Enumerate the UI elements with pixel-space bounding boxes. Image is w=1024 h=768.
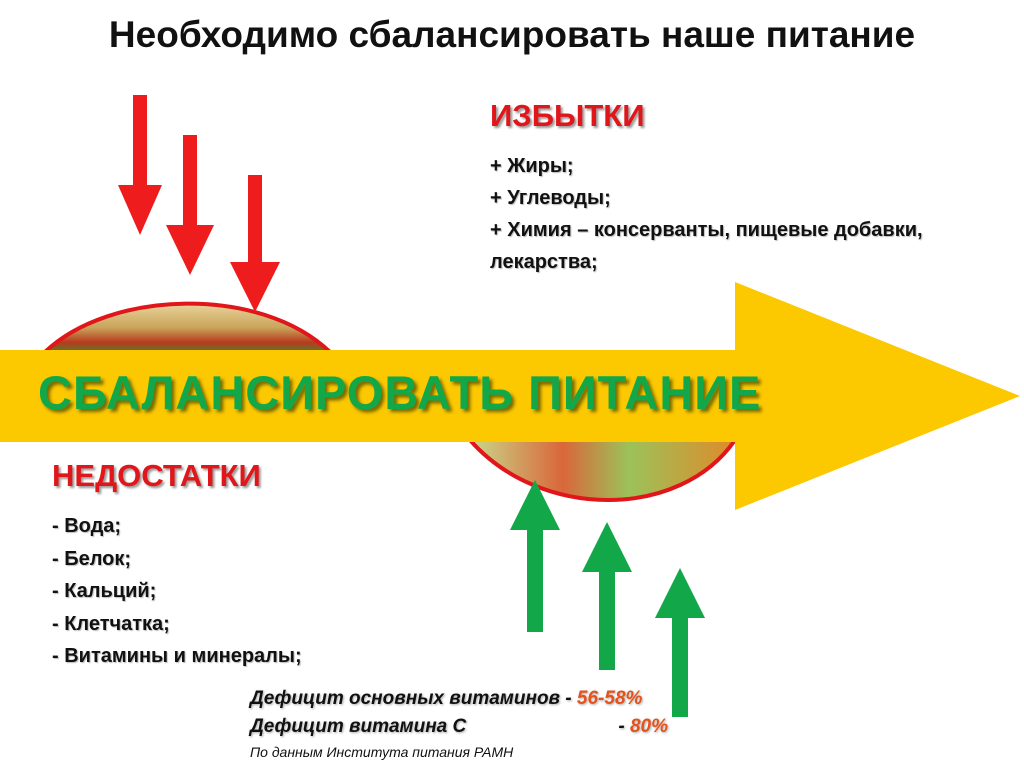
- green-arrow-up-icon: [582, 522, 632, 670]
- note-label: Дефицит основных витаминов -: [250, 688, 577, 709]
- list-item: лекарства;: [490, 251, 598, 273]
- list-item: - Кальций;: [52, 580, 157, 602]
- red-arrow-down-icon: [166, 135, 214, 275]
- red-arrow-down-icon: [118, 95, 162, 235]
- deficits-heading: НЕДОСТАТКИ: [52, 458, 261, 493]
- yellow-arrow: [0, 282, 1020, 510]
- excess-heading: ИЗБЫТКИ: [490, 98, 645, 133]
- list-item: + Химия – консерванты, пищевые добавки,: [490, 219, 923, 241]
- vitamin-c-line: Дефицит витамина С - 80%: [250, 716, 668, 738]
- note-dash: -: [618, 716, 630, 737]
- green-arrow-up-icon: [655, 568, 705, 717]
- list-item: - Вода;: [52, 515, 122, 537]
- list-item: + Углеводы;: [490, 187, 611, 209]
- red-arrow-down-icon: [230, 175, 280, 312]
- banner-text: СБАЛАНСИРОВАТЬ ПИТАНИЕ: [38, 366, 762, 419]
- fruit-image: [465, 438, 739, 502]
- red-arrows: [118, 95, 280, 312]
- green-arrows: [510, 480, 705, 717]
- green-arrow-up-icon: [510, 480, 560, 632]
- list-item: - Витамины и минералы;: [52, 645, 302, 667]
- note-value: 56-58%: [576, 688, 643, 709]
- list-item: - Клетчатка;: [52, 612, 170, 635]
- source-note: По данным Института питания РАМН: [250, 744, 514, 760]
- burger-image: [39, 301, 335, 354]
- note-label: Дефицит витамина С: [250, 716, 467, 737]
- slide-title: Необходимо сбалансировать наше питание: [108, 14, 916, 55]
- vitamin-deficit-line: Дефицит основных витаминов - 56-58%: [250, 688, 642, 710]
- list-item: - Белок;: [52, 547, 132, 570]
- excess-list: + Жиры; + Углеводы; + Химия – консервант…: [490, 150, 923, 278]
- deficits-list: - Вода; - Белок; - Кальций; - Клетчатка;…: [52, 510, 302, 673]
- list-item: + Жиры;: [490, 155, 574, 177]
- note-value: 80%: [629, 716, 668, 737]
